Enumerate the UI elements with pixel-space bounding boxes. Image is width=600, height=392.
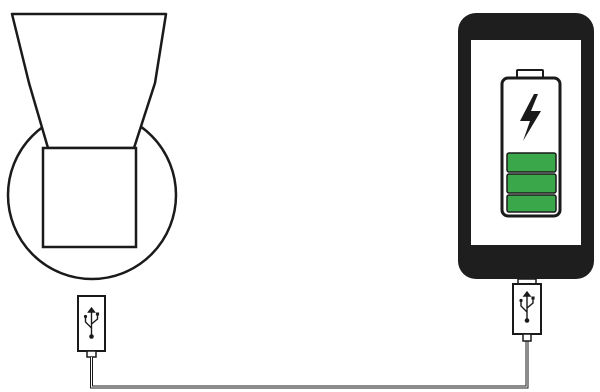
charger-device [8, 14, 176, 279]
battery-charging-icon [502, 70, 560, 216]
battery-segment-bottom [507, 195, 556, 212]
usb-cable [92, 340, 528, 387]
left-usb-strain-relief [87, 351, 96, 357]
charger-square-body [43, 148, 136, 247]
battery-segment-middle [507, 174, 556, 193]
battery-segment-top [507, 153, 556, 172]
left-usb-connector [78, 296, 105, 357]
right-usb-connector [513, 279, 541, 341]
right-usb-strain-relief [523, 334, 531, 341]
